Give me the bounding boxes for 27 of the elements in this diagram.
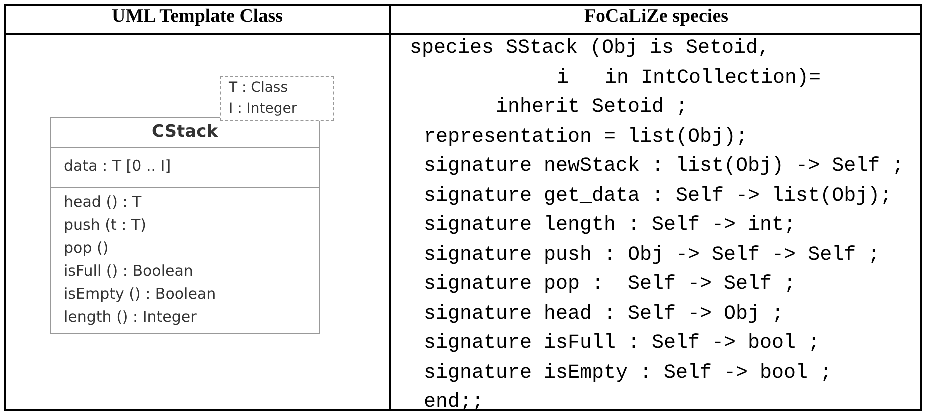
code-line: end;; (424, 391, 484, 414)
code-line: representation = list(Obj); (424, 126, 748, 148)
class-operation: length () : Integer (64, 307, 197, 327)
class-operation: isFull () : Boolean (64, 261, 194, 281)
class-operation: push (t : T) (64, 215, 146, 235)
column-header: FoCaLiZe species (583, 6, 730, 28)
class-operation: pop () (64, 238, 109, 258)
code-line: i in IntCollection)= (557, 66, 822, 90)
code-line: signature length : Self -> int; (424, 214, 796, 237)
code-line: signature head : Self -> Obj ; (424, 302, 784, 326)
class-operation: head () : T (64, 192, 142, 212)
code-line: signature get_data : Self -> list(Obj); (424, 184, 892, 208)
column-header: UML Template Class (110, 6, 284, 28)
code-line: signature push : Obj -> Self -> Self ; (424, 244, 880, 266)
code-line: signature newStack : list(Obj) -> Self ; (424, 155, 904, 178)
code-line: signature isEmpty : Self -> bool ; (424, 362, 832, 384)
class-box (50, 117, 320, 334)
class-attribute: data : T [0 .. I] (64, 156, 172, 176)
code-line: inherit Setoid ; (496, 96, 688, 119)
class-operation: isEmpty () : Boolean (64, 284, 216, 304)
code-line: signature pop : Self -> Self ; (424, 273, 796, 296)
code-line: signature isFull : Self -> bool ; (424, 332, 820, 355)
template-parameter: I : Integer (229, 100, 298, 119)
template-parameter-box (220, 76, 334, 121)
code-line: species SStack (Obj is Setoid, (410, 37, 770, 60)
template-parameter: T : Class (229, 79, 288, 98)
class-name: CStack (150, 121, 220, 143)
